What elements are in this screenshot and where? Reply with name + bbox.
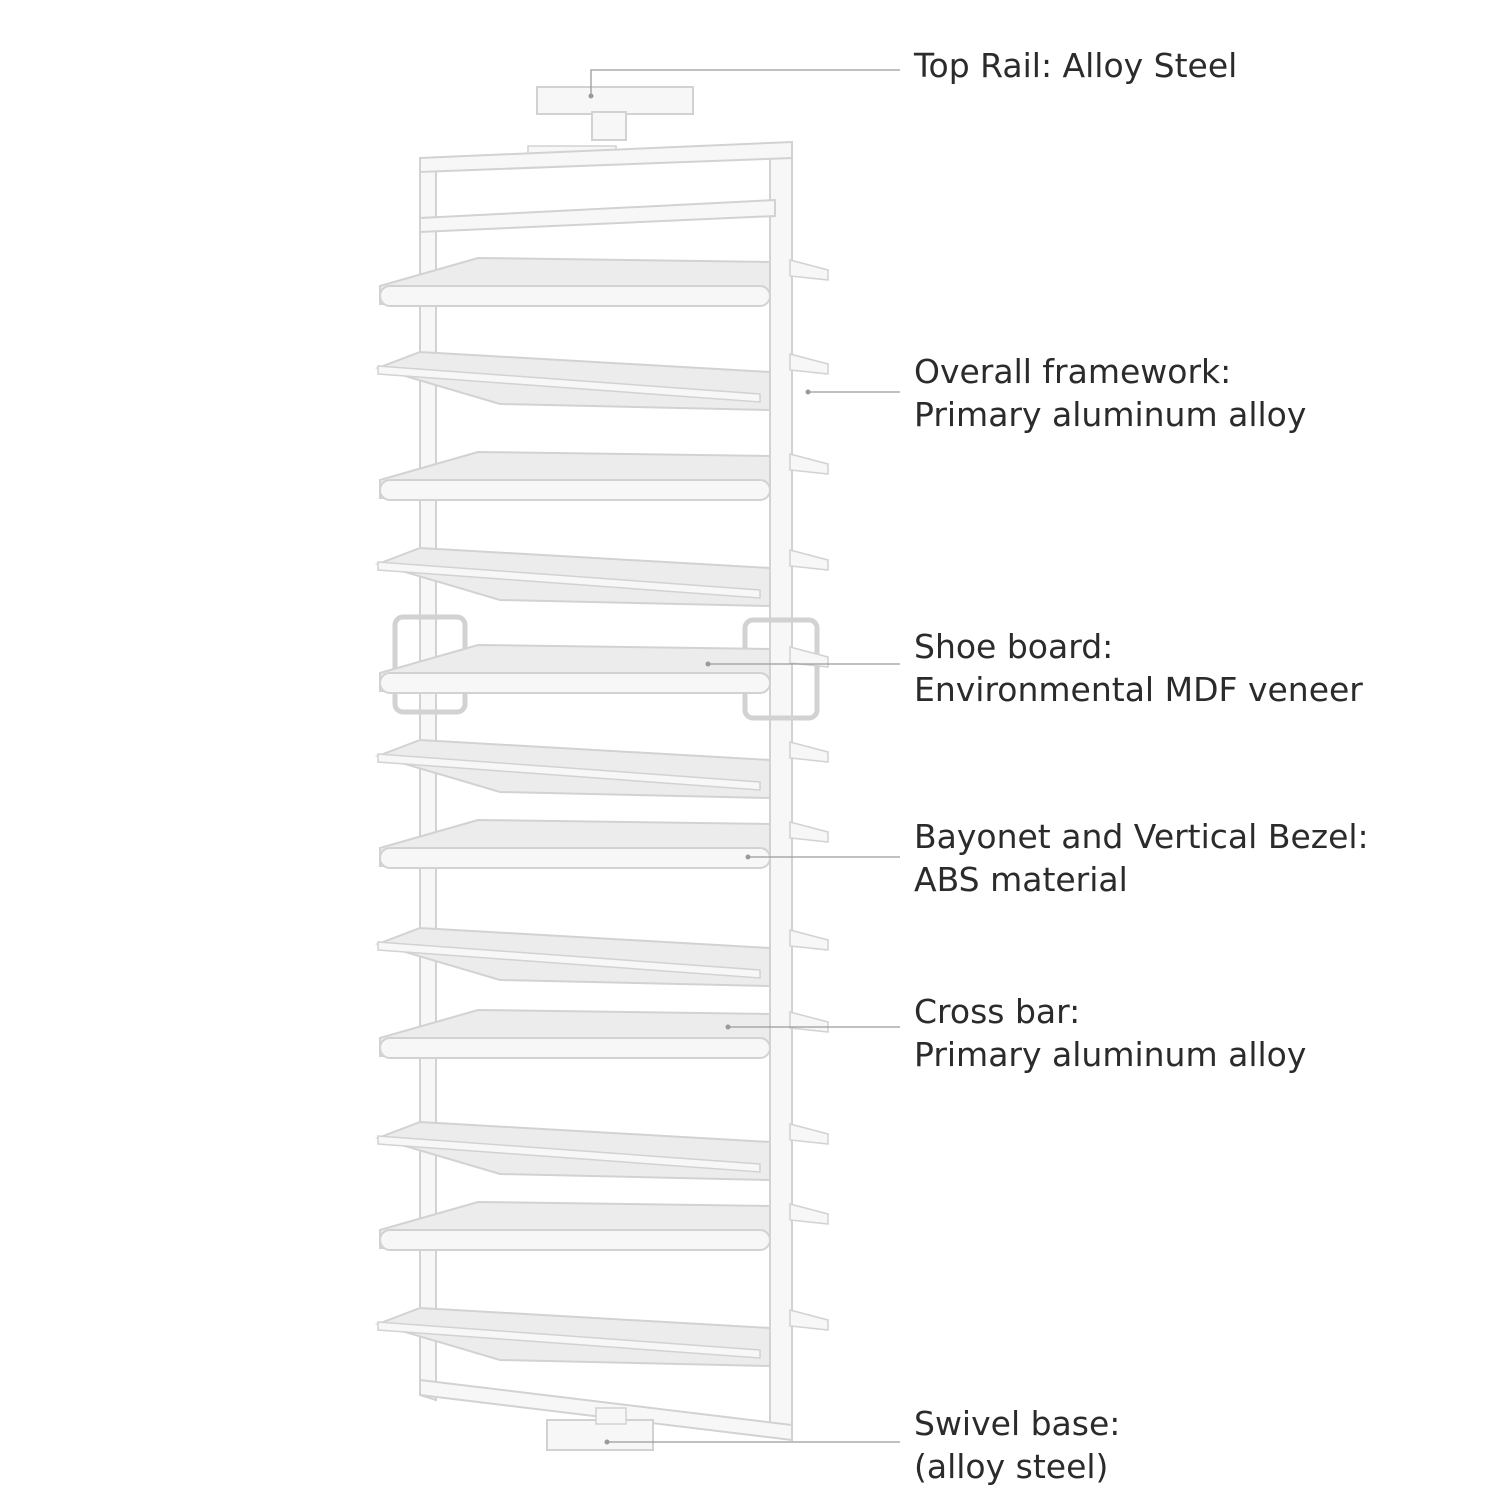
top-crossbar (419, 140, 793, 174)
leader-dot-2 (805, 389, 811, 395)
bayonet-clip (789, 353, 829, 375)
callout-bayonet-bezel: Bayonet and Vertical Bezel: ABS material (914, 815, 1369, 901)
swivel-hub (595, 1407, 627, 1425)
shelf-4 (374, 546, 829, 608)
bayonet-clip (789, 1123, 829, 1145)
leader-lines (588, 69, 900, 1445)
leader-dot-5 (725, 1024, 731, 1030)
leader-dot-3 (705, 661, 711, 667)
board-edge (377, 561, 761, 599)
callout-cross-bar: Cross bar: Primary aluminum alloy (914, 990, 1306, 1076)
leader-line-1 (590, 69, 900, 96)
upper-crossbar (419, 198, 776, 234)
board-edge (377, 941, 761, 979)
board-edge (377, 1135, 761, 1173)
callout-shoe-board-detail: Environmental MDF veneer (914, 670, 1363, 709)
shelf-3 (379, 450, 829, 501)
shelf-7 (379, 818, 829, 869)
bayonet-clip (789, 929, 829, 951)
top-mount (591, 111, 627, 141)
board-edge (377, 753, 761, 791)
bayonet-clip (789, 1203, 829, 1225)
callout-framework: Overall framework: Primary aluminum allo… (914, 350, 1306, 436)
tray-front-lip (379, 672, 771, 694)
callout-bayonet-bezel-detail: ABS material (914, 860, 1128, 899)
rack-shelves (374, 256, 829, 1368)
tray-front-lip (379, 1229, 771, 1251)
callout-swivel-base-detail: (alloy steel) (914, 1447, 1109, 1486)
callout-shoe-board-title: Shoe board: (914, 627, 1114, 666)
shelf-1 (379, 256, 829, 307)
callout-cross-bar-title: Cross bar: (914, 992, 1081, 1031)
callout-top-rail-title: Top Rail: Alloy Steel (914, 46, 1238, 85)
bayonet-clip (789, 646, 829, 668)
shelf-8 (374, 926, 829, 988)
shelf-9 (379, 1008, 829, 1059)
leader-dot-4 (745, 854, 751, 860)
shelf-5 (379, 643, 829, 694)
bayonet-clip (789, 1309, 829, 1331)
leader-dot-6 (604, 1439, 610, 1445)
bayonet-clip (789, 1011, 829, 1033)
tray-front-lip (379, 285, 771, 307)
tray-front-lip (379, 479, 771, 501)
right-post (769, 140, 793, 1442)
bayonet-clip (789, 821, 829, 843)
shelf-2 (374, 350, 829, 412)
callout-framework-detail: Primary aluminum alloy (914, 395, 1307, 434)
shelf-11 (379, 1200, 829, 1251)
shelf-12 (374, 1306, 829, 1368)
bayonet-clip (789, 741, 829, 763)
bayonet-clip (789, 259, 829, 281)
bayonet-clip (789, 549, 829, 571)
callout-cross-bar-detail: Primary aluminum alloy (914, 1035, 1307, 1074)
callout-swivel-base: Swivel base: (alloy steel) (914, 1402, 1120, 1488)
shelf-10 (374, 1120, 829, 1182)
callout-top-rail: Top Rail: Alloy Steel (914, 44, 1237, 87)
swivel-base (546, 1419, 654, 1451)
board-edge (377, 365, 761, 403)
board-edge (377, 1321, 761, 1359)
bayonet-clip (789, 453, 829, 475)
callout-shoe-board: Shoe board: Environmental MDF veneer (914, 625, 1363, 711)
shelf-6 (374, 738, 829, 800)
tray-front-lip (379, 1037, 771, 1059)
callout-swivel-base-title: Swivel base: (914, 1404, 1121, 1443)
leader-dot-1 (588, 93, 594, 99)
top-rail (536, 86, 694, 115)
callout-framework-title: Overall framework: (914, 352, 1232, 391)
callout-bayonet-bezel-title: Bayonet and Vertical Bezel: (914, 817, 1369, 856)
tray-front-lip (379, 847, 771, 869)
